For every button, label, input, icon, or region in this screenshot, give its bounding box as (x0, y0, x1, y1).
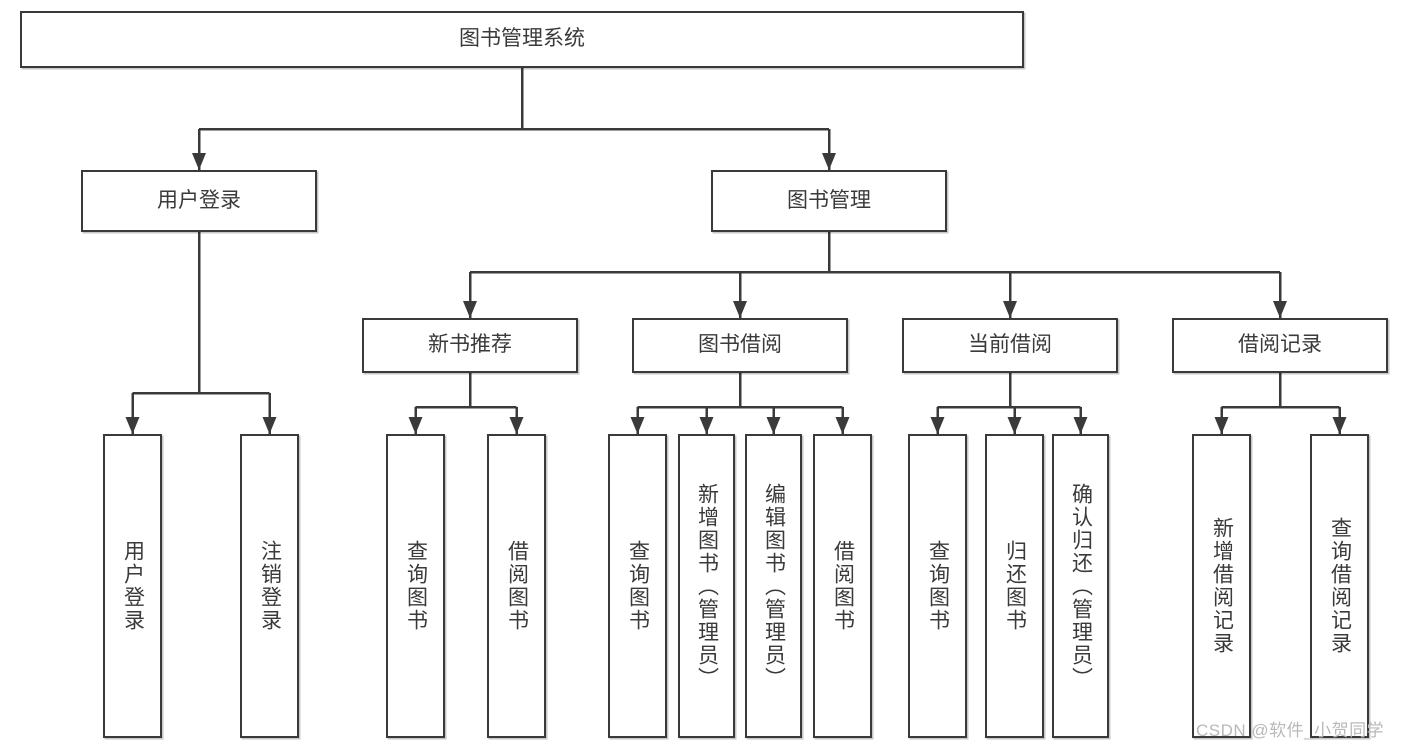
node-label: 注销登录 (258, 540, 282, 632)
node-label: 借阅图书 (831, 540, 855, 632)
arrowhead-icon (1273, 301, 1287, 318)
node-label: 查询图书 (926, 540, 950, 632)
node-label: 用户登录 (157, 188, 241, 212)
arrowhead-icon (192, 153, 206, 170)
arrowhead-icon (733, 301, 747, 318)
node-label: 图书管理系统 (459, 27, 585, 51)
node-l12[interactable]: 新增借阅记录 (1192, 434, 1251, 738)
arrowhead-icon (630, 417, 645, 434)
node-label: 归还图书 (1003, 540, 1027, 632)
node-label: 用户登录 (121, 540, 145, 632)
node-l9[interactable]: 查询图书 (908, 434, 967, 738)
arrowhead-icon (766, 417, 781, 434)
node-bookmgmt[interactable]: 图书管理 (711, 170, 947, 232)
arrowhead-icon (125, 417, 140, 434)
arrowhead-icon (1332, 417, 1347, 434)
node-label: 查询图书 (404, 540, 428, 632)
node-label: 查询图书 (626, 540, 650, 632)
csdn-watermark: CSDN @软件_小贺同学 (1196, 721, 1385, 740)
node-borrow[interactable]: 图书借阅 (632, 318, 848, 373)
arrowhead-icon (1007, 417, 1022, 434)
node-l4[interactable]: 借阅图书 (487, 434, 546, 738)
node-newbook[interactable]: 新书推荐 (362, 318, 578, 373)
node-label: 编辑图书（管理员） (762, 482, 786, 690)
node-login[interactable]: 用户登录 (81, 170, 317, 232)
node-l8[interactable]: 借阅图书 (813, 434, 872, 738)
node-label: 新增借阅记录 (1210, 517, 1234, 655)
arrowhead-icon (699, 417, 714, 434)
node-label: 查询借阅记录 (1328, 517, 1352, 655)
node-l2[interactable]: 注销登录 (240, 434, 299, 738)
node-label: 借阅图书 (505, 540, 529, 632)
node-l3[interactable]: 查询图书 (386, 434, 445, 738)
arrowhead-icon (262, 417, 277, 434)
node-current[interactable]: 当前借阅 (902, 318, 1118, 373)
node-root[interactable]: 图书管理系统 (20, 11, 1024, 68)
arrowhead-icon (822, 153, 836, 170)
node-label: 新书推荐 (428, 333, 512, 357)
node-l7[interactable]: 编辑图书（管理员） (745, 434, 802, 738)
node-label: 确认归还（管理员） (1069, 482, 1093, 690)
arrowhead-icon (1003, 301, 1017, 318)
node-l10[interactable]: 归还图书 (985, 434, 1044, 738)
node-l1[interactable]: 用户登录 (103, 434, 162, 738)
node-l11[interactable]: 确认归还（管理员） (1052, 434, 1109, 738)
node-label: 当前借阅 (968, 333, 1052, 357)
arrowhead-icon (1073, 417, 1088, 434)
node-label: 借阅记录 (1238, 333, 1322, 357)
node-l5[interactable]: 查询图书 (608, 434, 667, 738)
arrowhead-icon (509, 417, 524, 434)
node-label: 新增图书（管理员） (695, 482, 719, 690)
arrowhead-icon (835, 417, 850, 434)
arrowhead-icon (408, 417, 423, 434)
arrowhead-icon (463, 301, 477, 318)
node-l6[interactable]: 新增图书（管理员） (678, 434, 735, 738)
node-label: 图书借阅 (698, 333, 782, 357)
node-records[interactable]: 借阅记录 (1172, 318, 1388, 373)
node-label: 图书管理 (787, 188, 871, 212)
node-l13[interactable]: 查询借阅记录 (1310, 434, 1369, 738)
arrowhead-icon (1214, 417, 1229, 434)
arrowhead-icon (930, 417, 945, 434)
